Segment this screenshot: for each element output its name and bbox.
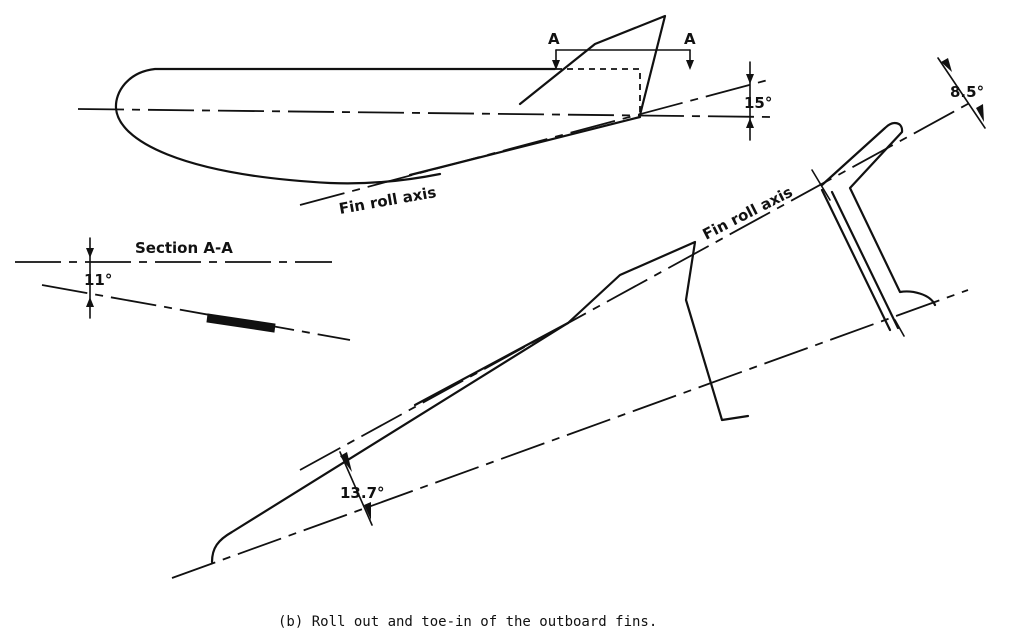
fin-roll-axis-line bbox=[299, 79, 769, 206]
angle-section-label: 11° bbox=[84, 271, 112, 289]
section-mark-right: A bbox=[684, 30, 696, 48]
fin-leading-edge bbox=[413, 321, 570, 407]
figure-caption: (b) Roll out and toe-in of the outboard … bbox=[278, 614, 657, 630]
fin-roll-axis-label-top: Fin roll axis bbox=[338, 183, 438, 218]
body-outline bbox=[114, 67, 557, 185]
section-mark-left: A bbox=[548, 30, 560, 48]
section-arrow-left bbox=[552, 60, 560, 70]
dim-137-arrow-bottom bbox=[364, 502, 371, 520]
strut-hinge-line bbox=[811, 169, 831, 201]
dim-11-arrow-bottom bbox=[86, 297, 94, 307]
dim-85-arrow-top bbox=[941, 58, 952, 72]
dim-85-arrow-bottom bbox=[976, 104, 984, 122]
fin-support-strut-outer bbox=[820, 122, 937, 307]
fin-support-strut-inner-2 bbox=[830, 190, 900, 330]
fin-support-strut-inner bbox=[820, 188, 892, 332]
section-a-a: Section A-A 11° bbox=[15, 237, 351, 341]
dim-85-line bbox=[937, 57, 986, 129]
fin-section-profile bbox=[206, 313, 276, 333]
fin-roll-axis-line-right bbox=[299, 99, 976, 471]
section-arrow-right bbox=[686, 60, 694, 70]
dim-15-arrow-top bbox=[746, 74, 754, 84]
rolled-fin-view: 8.5° 13.7° Fin roll axis bbox=[171, 57, 986, 579]
fin-planform-rolled bbox=[210, 240, 750, 564]
section-fin-axis bbox=[41, 284, 351, 341]
section-title: Section A-A bbox=[135, 239, 233, 257]
angle-right-label: 8.5° bbox=[950, 83, 984, 101]
top-view: A A 15° Fin roll axis bbox=[77, 14, 772, 218]
strut-foot-line bbox=[894, 319, 905, 337]
dim-137-arrow-top bbox=[340, 452, 352, 472]
dim-137-line bbox=[339, 451, 373, 526]
fin-roll-axis-label-right: Fin roll axis bbox=[700, 183, 796, 244]
dim-15-arrow-bottom bbox=[746, 118, 754, 128]
angle-bottom-label: 13.7° bbox=[340, 484, 385, 502]
fin-root-reference-line bbox=[171, 289, 969, 579]
angle-top-label: 15° bbox=[744, 94, 772, 112]
fin-hidden-edge bbox=[556, 68, 641, 113]
dim-11-arrow-top bbox=[86, 248, 94, 258]
body-centerline bbox=[77, 108, 771, 118]
fin-planform bbox=[518, 14, 667, 117]
